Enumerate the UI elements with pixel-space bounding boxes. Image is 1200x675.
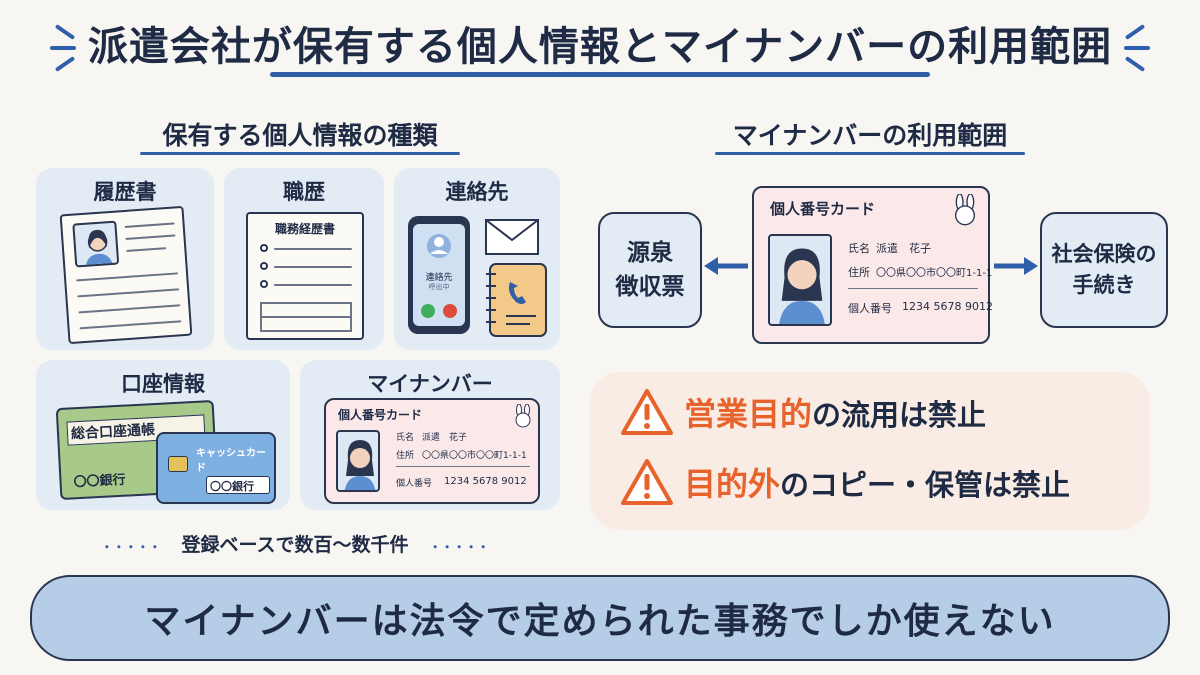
warning-1-text: の流用は禁止 xyxy=(812,398,987,432)
warning-row-2: 目的外のコピー・保管は禁止 xyxy=(620,458,1070,506)
card-photo xyxy=(768,234,832,326)
mynumber-card-small: 個人番号カード 氏名 派遣 花子 住所 〇〇県〇〇市〇〇町1-1-1 個人番号 … xyxy=(324,398,540,504)
mynumber-label: マイナンバー xyxy=(367,372,493,396)
card-photo xyxy=(336,430,380,492)
warning-2-highlight: 目的外 xyxy=(684,465,781,503)
card-chip-icon xyxy=(168,456,188,472)
card-number-value: 1234 5678 9012 xyxy=(444,476,527,487)
card-address-value: 〇〇県〇〇市〇〇町1-1-1 xyxy=(422,451,527,461)
left-section-heading: 保有する個人情報の種類 xyxy=(162,121,438,150)
title-underline xyxy=(270,72,930,77)
title-accent-left xyxy=(50,46,76,50)
card-address-value: 〇〇県〇〇市〇〇町1-1-1 xyxy=(876,268,993,279)
phone-status: 呼出中 xyxy=(428,283,450,291)
passbook-bank: 〇〇銀行 xyxy=(73,472,126,491)
title-accent-right xyxy=(1124,46,1150,50)
card-header: 個人番号カード xyxy=(338,408,423,422)
card-address-label: 住所 xyxy=(848,266,870,279)
decline-button-icon xyxy=(443,304,457,318)
withholding-line2: 徴収票 xyxy=(615,274,685,300)
footnote-dots-left: ・・・・・ xyxy=(100,540,161,554)
bank-label: 口座情報 xyxy=(121,372,205,396)
card-name-value: 派遣 花子 xyxy=(876,242,931,255)
footnote-dots-right: ・・・・・ xyxy=(429,540,490,554)
warning-panel xyxy=(590,372,1150,530)
bank-panel: 口座情報 総合口座通帳 〇〇銀行 キャッシュカード 〇〇銀行 xyxy=(36,360,290,510)
card-number-label: 個人番号 xyxy=(848,302,892,315)
cash-card: キャッシュカード 〇〇銀行 xyxy=(156,432,276,504)
social-insurance-box: 社会保険の手続き xyxy=(1040,212,1168,328)
caller-avatar-icon xyxy=(427,234,451,258)
arrow-left-icon xyxy=(704,257,748,275)
phone: 連絡先 呼出中 xyxy=(408,216,470,334)
left-section-underline xyxy=(140,152,460,155)
resume-panel: 履歴書 xyxy=(36,168,214,350)
arrow-right-icon xyxy=(994,257,1038,275)
card-name-label: 氏名 xyxy=(848,242,870,255)
right-section-underline xyxy=(715,152,1025,155)
contact-panel: 連絡先 連絡先 呼出中 xyxy=(394,168,560,350)
warning-icon xyxy=(621,459,673,505)
career-paper: 職務経歴書 xyxy=(246,212,364,340)
warning-row-1: 営業目的の流用は禁止 xyxy=(620,388,986,436)
page-title: 派遣会社が保有する個人情報とマイナンバーの利用範囲 xyxy=(87,24,1113,70)
contact-label: 連絡先 xyxy=(445,180,509,204)
card-address-label: 住所 xyxy=(396,451,415,461)
warning-2-text: のコピー・保管は禁止 xyxy=(780,468,1071,502)
withholding-slip-box: 源泉徴収票 xyxy=(598,212,702,328)
card-header: 個人番号カード xyxy=(770,200,876,218)
card-number-value: 1234 5678 9012 xyxy=(902,300,993,313)
warning-1-highlight: 営業目的 xyxy=(684,395,813,433)
card-number-label: 個人番号 xyxy=(396,479,433,489)
career-panel: 職歴 職務経歴書 xyxy=(224,168,384,350)
career-doc-title: 職務経歴書 xyxy=(274,222,335,236)
conclusion-banner: マイナンバーは法令で定められた事務でしか使えない xyxy=(30,575,1170,661)
cash-card-bank: 〇〇銀行 xyxy=(210,480,254,493)
rabbit-icon xyxy=(955,194,975,226)
resume-paper xyxy=(59,205,193,345)
withholding-line1: 源泉 xyxy=(627,239,673,266)
address-book-icon xyxy=(486,263,547,337)
resume-photo xyxy=(72,220,120,268)
card-name-value: 派遣 花子 xyxy=(422,433,468,443)
phone-caller: 連絡先 xyxy=(425,273,453,283)
envelope-icon xyxy=(485,219,539,255)
record-count-note: ・・・・・ 登録ベースで数百〜数千件 ・・・・・ xyxy=(60,530,530,557)
mynumber-panel: マイナンバー 個人番号カード 氏名 派遣 花子 住所 〇〇県〇〇市〇〇町1-1-… xyxy=(300,360,560,510)
warning-icon xyxy=(621,389,673,435)
social-insurance-line2: 手続き xyxy=(1072,273,1136,297)
right-section-heading: マイナンバーの利用範囲 xyxy=(732,121,1008,150)
mynumber-card-large: 個人番号カード 氏名 派遣 花子 住所 〇〇県〇〇市〇〇町1-1-1 個人番号 … xyxy=(752,186,993,344)
footnote-text: 登録ベースで数百〜数千件 xyxy=(181,534,409,556)
rabbit-icon xyxy=(515,404,531,428)
resume-label: 履歴書 xyxy=(93,180,157,204)
answer-button-icon xyxy=(421,304,435,318)
social-insurance-line1: 社会保険の xyxy=(1051,241,1157,266)
cash-card-label: キャッシュカード xyxy=(196,448,266,474)
card-name-label: 氏名 xyxy=(396,433,415,443)
career-label: 職歴 xyxy=(283,180,325,204)
